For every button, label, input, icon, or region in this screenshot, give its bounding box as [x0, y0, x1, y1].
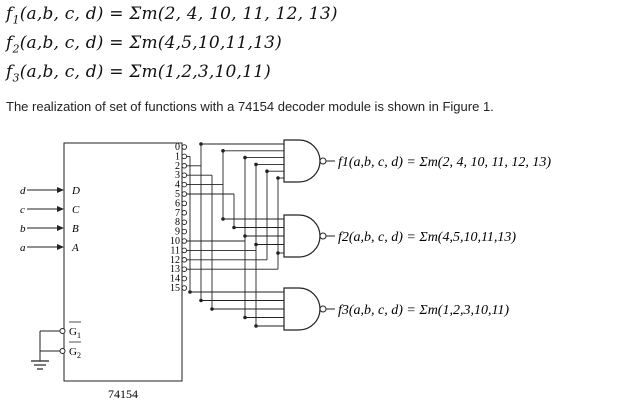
output-bubble	[181, 210, 188, 216]
nand-gate-body	[283, 287, 321, 331]
output-pin-label: 5	[175, 189, 180, 200]
input-pin-label: B	[72, 223, 79, 235]
output-bubble	[181, 191, 188, 197]
equation-f3: f3(a,b, c, d) = Σm(1,2,3,10,11)	[6, 62, 271, 85]
gate-output-label: f3(a,b, c, d) = Σm(1,2,3,10,11)	[338, 303, 509, 318]
equation-f3-body: (a,b, c, d) = Σm(1,2,3,10,11)	[19, 62, 271, 82]
output-bubble	[181, 275, 188, 282]
input-arrow-icon	[57, 187, 64, 193]
output-pin-label: 1	[175, 151, 180, 162]
output-pin-label: 0	[175, 142, 180, 153]
nand-bubble	[319, 232, 327, 240]
output-bubble	[181, 238, 188, 244]
output-pin-label: 14	[170, 274, 180, 285]
input-arrow-icon	[57, 244, 64, 250]
nand-bubble	[319, 305, 327, 313]
caption-sentence: The realization of set of functions with…	[6, 99, 494, 114]
nand-gate-body	[283, 139, 321, 183]
gate-output-label: f2(a,b, c, d) = Σm(4,5,10,11,13)	[338, 230, 516, 245]
output-pin-label: 3	[175, 170, 180, 181]
output-pin-label: 11	[170, 245, 180, 256]
input-arrow-icon	[57, 225, 64, 231]
nand-gates: f1(a,b, c, d) = Σm(2, 4, 10, 11, 12, 13)…	[283, 139, 551, 331]
enable-bubble	[59, 328, 66, 334]
equation-f1-body: (a,b, c, d) = Σm(2, 4, 10, 11, 12, 13)	[19, 4, 338, 24]
input-signal-label: d	[20, 185, 26, 197]
output-bubble	[181, 200, 188, 207]
output-bubble	[181, 257, 188, 263]
output-pin-label: 4	[175, 180, 180, 191]
enable-bubble	[59, 348, 66, 354]
output-bubble	[181, 266, 188, 272]
enable-pin-label: G1	[69, 326, 81, 340]
output-pin-label: 12	[170, 255, 180, 266]
input-signal-label: a	[20, 242, 26, 254]
output-bubble	[181, 228, 188, 235]
junction-dot	[265, 169, 269, 173]
output-bubble	[181, 163, 188, 169]
input-signal-label: b	[20, 223, 26, 235]
input-pin-label: C	[72, 204, 80, 216]
connection-wires	[187, 142, 284, 328]
output-pin-label: 9	[175, 227, 180, 238]
input-signal-label: c	[20, 204, 25, 216]
decoder-box: 74154	[63, 142, 183, 401]
output-pin-label: 6	[175, 198, 180, 209]
output-pin-label: 8	[175, 217, 180, 228]
output-bubble	[181, 144, 188, 150]
equation-f1: f1(a,b, c, d) = Σm(2, 4, 10, 11, 12, 13)	[6, 4, 338, 27]
equation-f2-body: (a,b, c, d) = Σm(4,5,10,11,13)	[19, 33, 283, 53]
output-bubble	[181, 172, 188, 178]
output-pin-label: 15	[170, 283, 180, 294]
equation-f2: f2(a,b, c, d) = Σm(4,5,10,11,13)	[6, 33, 283, 56]
gate-output-label: f1(a,b, c, d) = Σm(2, 4, 10, 11, 12, 13)	[338, 155, 551, 170]
decoder-part-label: 74154	[108, 387, 138, 401]
enable-pin-label: G2	[69, 346, 81, 360]
output-pin-label: 7	[175, 208, 180, 219]
output-pin-label: 10	[170, 236, 180, 247]
input-arrow-icon	[57, 206, 64, 212]
output-pin-label: 2	[175, 161, 180, 172]
output-bubble	[181, 219, 188, 225]
nand-gate-body	[283, 214, 321, 258]
output-bubble	[181, 285, 188, 291]
output-bubble	[181, 247, 188, 254]
decoder-inputs: d Dc Cb Ba A	[20, 185, 80, 254]
nand-bubble	[319, 157, 327, 165]
input-pin-label: D	[71, 185, 80, 197]
input-pin-label: A	[71, 242, 79, 254]
output-pin-label: 13	[170, 264, 180, 275]
output-bubble	[181, 153, 188, 160]
junction-dot	[254, 162, 258, 167]
output-bubble	[181, 181, 188, 188]
junction-dot	[243, 155, 247, 160]
